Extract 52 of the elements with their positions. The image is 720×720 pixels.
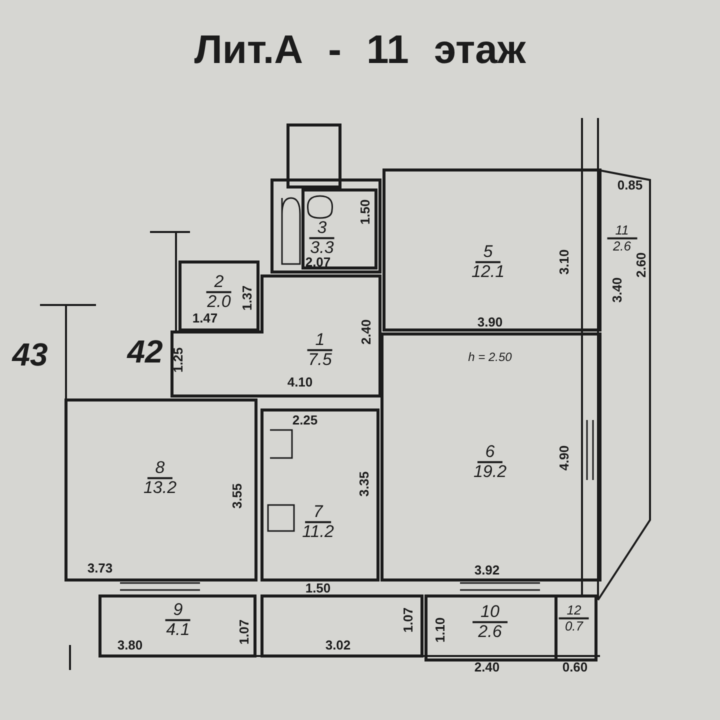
room-number: 9 xyxy=(165,601,191,621)
neighbor-number: 42 xyxy=(127,334,163,370)
room-number: 7 xyxy=(305,503,331,523)
dimension-label: 3.40 xyxy=(610,277,624,303)
room-area: 7.5 xyxy=(308,351,332,369)
room-area: 2.0 xyxy=(207,293,231,311)
dimension-label: 4.90 xyxy=(556,445,572,471)
dimension-label: 2.40 xyxy=(358,319,374,345)
dimension-label: 1.50 xyxy=(358,199,372,225)
room-area: 0.7 xyxy=(564,619,584,633)
dimension-label: 2.40 xyxy=(474,660,500,674)
dimension-label: 0.60 xyxy=(562,660,588,674)
dimension-label: 1.07 xyxy=(236,619,252,645)
room-area: 3.3 xyxy=(310,239,334,257)
room-number: 6 xyxy=(477,443,503,463)
dimension-label: 3.73 xyxy=(87,560,113,576)
dimension-label: 2.25 xyxy=(292,412,318,428)
dimension-label: 1.07 xyxy=(400,607,416,633)
room-area: 11.2 xyxy=(302,523,334,541)
dimension-label: 1.37 xyxy=(240,285,254,311)
title: Лит.А - 11 этаж xyxy=(193,28,527,73)
room-area: 2.6 xyxy=(478,623,502,641)
room-area: 4.1 xyxy=(166,621,190,639)
dimension-label: 3.35 xyxy=(356,471,372,497)
room-area: 19.2 xyxy=(473,463,507,481)
room-number: 2 xyxy=(206,273,232,293)
dimension-label: 4.10 xyxy=(287,374,313,390)
room-number: 1 xyxy=(307,331,333,351)
dimension-label: 2.07 xyxy=(305,254,331,270)
dimension-label: 2.60 xyxy=(634,252,648,278)
dimension-label: 3.10 xyxy=(556,249,572,275)
ceiling-height: h = 2.50 xyxy=(468,350,512,364)
dimension-label: 1.25 xyxy=(170,347,186,373)
room-number: 11 xyxy=(607,223,637,239)
dimension-label: 0.85 xyxy=(617,178,643,192)
dimension-label: 3.80 xyxy=(117,638,143,652)
dimension-label: 3.02 xyxy=(325,638,351,652)
room-area: 13.2 xyxy=(143,479,177,497)
dimension-label: 1.50 xyxy=(305,580,331,596)
room-number: 12 xyxy=(558,603,590,619)
dimension-label: 3.90 xyxy=(477,314,503,330)
room-number: 5 xyxy=(475,243,501,263)
dimension-label: 1.47 xyxy=(192,310,218,326)
room-area: 12.1 xyxy=(471,263,505,281)
room-number: 10 xyxy=(472,603,508,623)
room-area: 2.6 xyxy=(612,239,632,253)
room-number: 3 xyxy=(309,219,335,239)
dimension-label: 1.10 xyxy=(432,617,448,643)
room-number: 8 xyxy=(147,459,173,479)
dimension-label: 3.92 xyxy=(474,562,500,578)
neighbor-number: 43 xyxy=(12,336,48,374)
dimension-label: 3.55 xyxy=(230,483,244,509)
